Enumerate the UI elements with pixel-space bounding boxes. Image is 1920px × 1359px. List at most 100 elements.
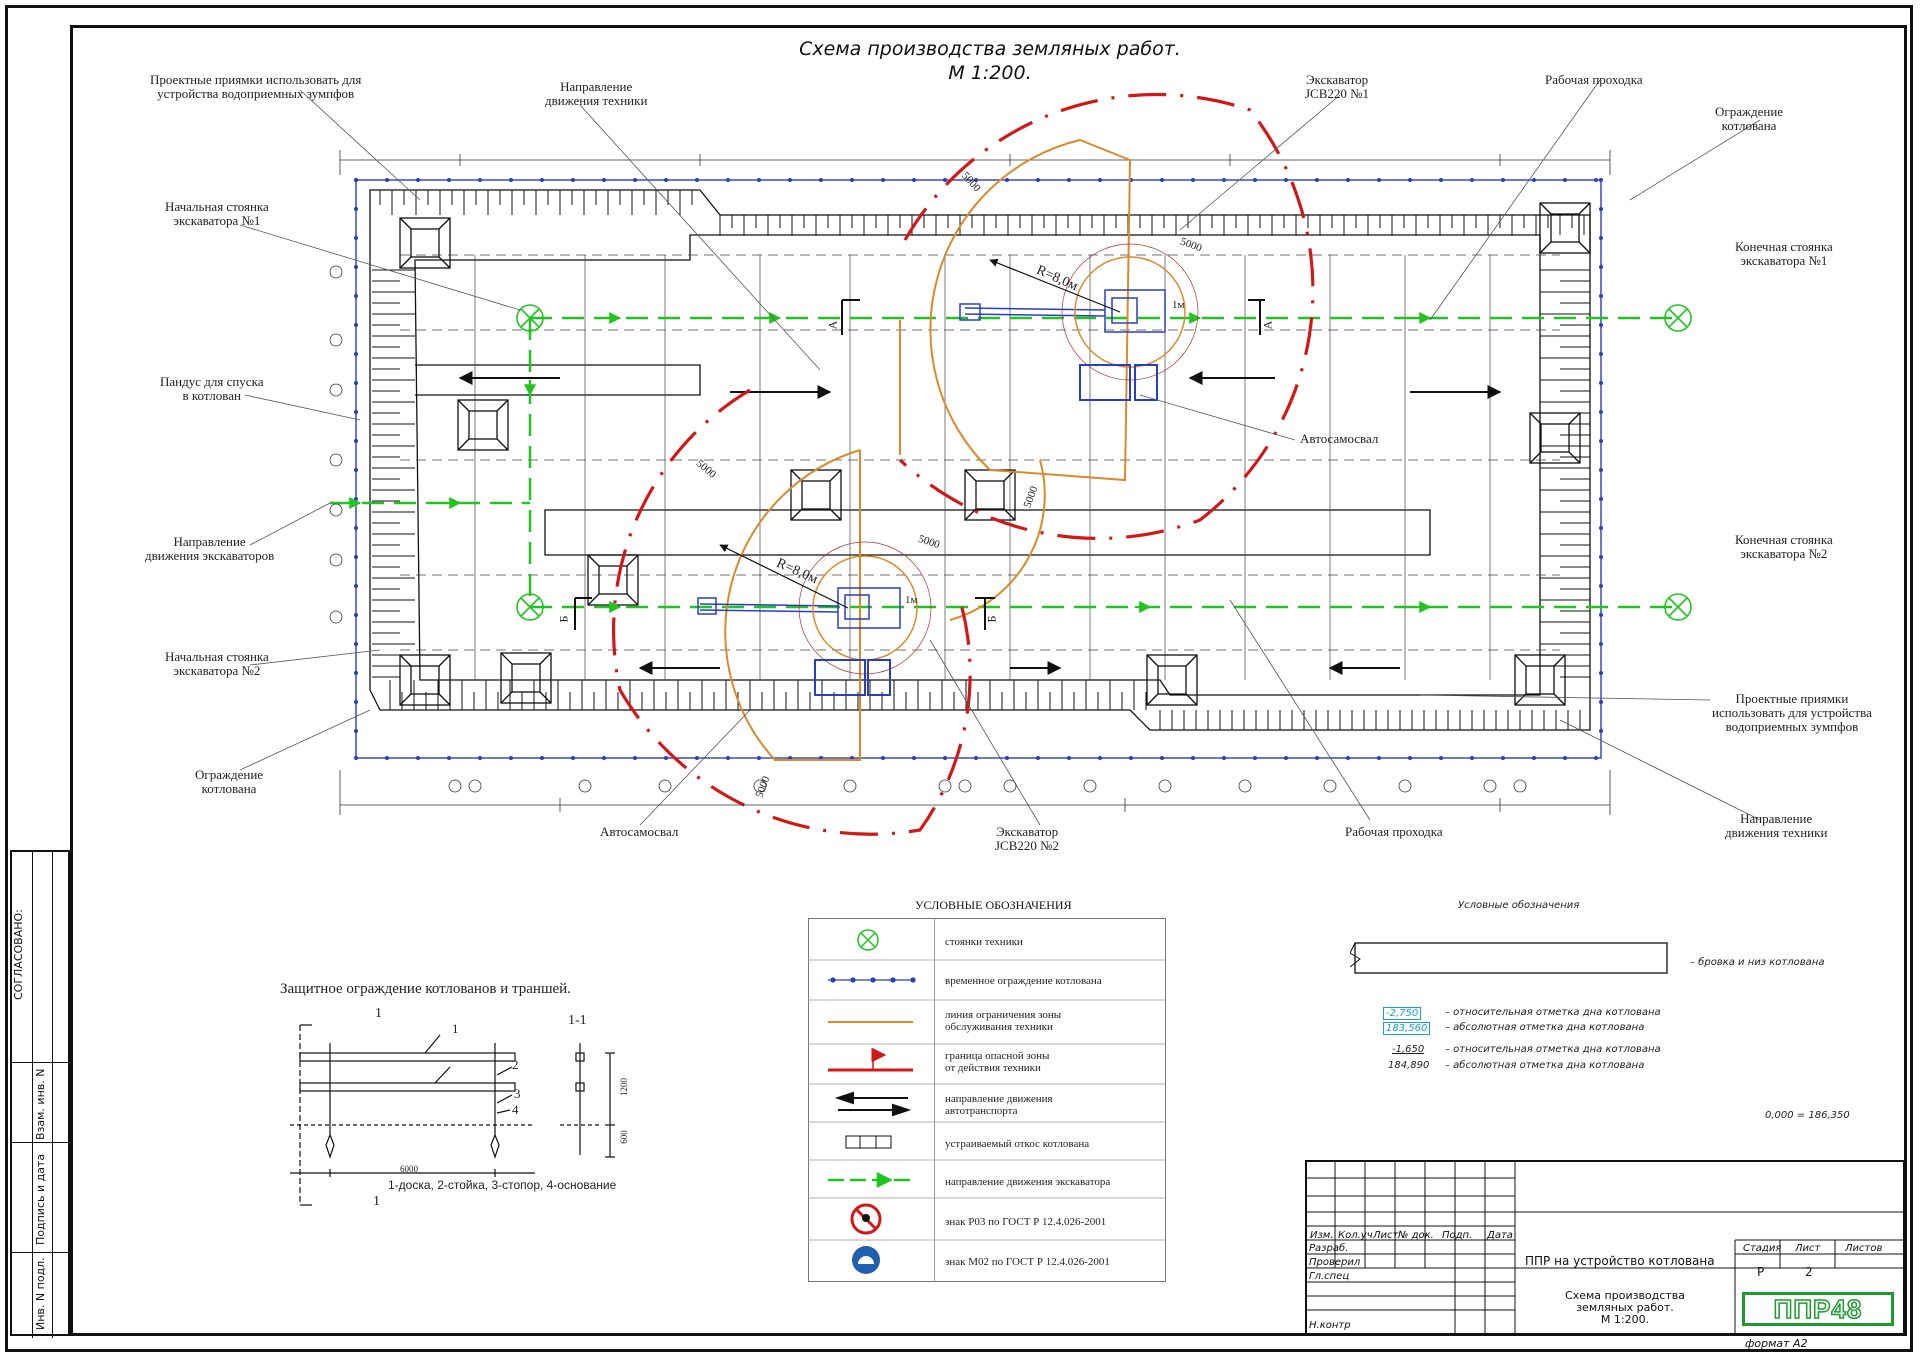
fence-post [354, 526, 358, 530]
legend-text-4: граница опасной зоны от действия техники [945, 1050, 1050, 1074]
fence-dim-d: 600 [618, 1130, 629, 1144]
fence-post [571, 756, 575, 760]
callout-fence-top: Ограждение котлована [1715, 104, 1784, 133]
fence-post [788, 178, 792, 182]
legend2-rel1: -2,750 [1383, 1007, 1422, 1020]
fence-post [850, 178, 854, 182]
fence-post [1439, 178, 1443, 182]
callout-fence-left: Ограждение котлована [195, 767, 264, 796]
legend-text-7: направление движения экскаватора [945, 1176, 1111, 1188]
axis-bubble [938, 779, 952, 793]
fence-post [509, 178, 513, 182]
parking-markers [516, 304, 1692, 621]
axis-bubble [1083, 779, 1097, 793]
fence-post [478, 756, 482, 760]
fence-post [1563, 756, 1567, 760]
callout-end-exc1: Конечная стоянка экскаватора №1 [1735, 239, 1833, 268]
legend2-rel2: -1,650 [1392, 1044, 1425, 1055]
fence-post [540, 756, 544, 760]
callout-start-exc2: Начальная стоянка экскаватора №2 [165, 649, 269, 678]
fence-post [354, 642, 358, 646]
dump-truck-2 [814, 659, 891, 696]
fence-post [354, 613, 358, 617]
fence-post [1439, 756, 1443, 760]
fence-post [726, 178, 730, 182]
sump-edge [496, 399, 509, 412]
sump-edge [457, 438, 470, 451]
excavator-paths [330, 316, 1680, 609]
fence-post [1599, 555, 1603, 559]
axis-bubble [448, 779, 462, 793]
sump [500, 652, 552, 704]
legend2-abs1-text: – абсолютная отметка дна котлована [1445, 1022, 1645, 1033]
side-stamp [10, 850, 72, 1338]
fence-post [1599, 439, 1603, 443]
sumps [399, 202, 1591, 706]
fence-post [1599, 642, 1603, 646]
fence-post [1599, 613, 1603, 617]
axis-bubble [1003, 779, 1017, 793]
legend2-edge-text: – бровка и низ котлована [1690, 957, 1825, 968]
axis-bubble [1483, 779, 1497, 793]
fence-post [1005, 756, 1009, 760]
fence-post [354, 671, 358, 675]
fence-post [726, 756, 730, 760]
callout-dir-machines-top: Направление движения техники [545, 79, 648, 108]
fence-post [1098, 178, 1102, 182]
axis-bubble [753, 779, 767, 793]
one-m-label-2: 1м [905, 594, 918, 606]
sump-edge [539, 691, 552, 704]
legend-text-8: знак Р03 по ГОСТ Р 12.4.026-2001 [945, 1216, 1107, 1228]
truck-direction [458, 371, 1502, 675]
legend2-abs2-text: – абсолютная отметка дна котлована [1445, 1060, 1645, 1071]
fence-post [1599, 178, 1603, 182]
fence-post [943, 756, 947, 760]
axis-bubble [1323, 779, 1337, 793]
excavation-plan [239, 79, 1761, 836]
callout-ramp: Пандус для спуска в котлован [160, 374, 264, 403]
fence-post [385, 756, 389, 760]
fence-part-1: 1 [452, 1021, 459, 1036]
sump [1514, 654, 1566, 706]
fence-post [1222, 178, 1226, 182]
fence-post [354, 294, 358, 298]
sump-edge [1568, 451, 1581, 464]
sump [399, 654, 451, 706]
fence-post [571, 178, 575, 182]
fence-part-3: 3 [514, 1086, 521, 1101]
axis-bubble [843, 779, 857, 793]
fence-post [1599, 323, 1603, 327]
sump [457, 399, 509, 451]
sump-edge [964, 508, 977, 521]
fence-post [509, 756, 513, 760]
parking-marker-cross [1668, 597, 1688, 617]
fence-post [354, 468, 358, 472]
top-dimension [339, 150, 1611, 175]
sump-edge [1514, 654, 1527, 667]
axis-bubble [1398, 779, 1412, 793]
sump-edge [1529, 451, 1542, 464]
sump-inner [975, 480, 1005, 510]
sump-edge [1146, 654, 1159, 667]
fence-post [1160, 178, 1164, 182]
sump-edge [399, 217, 412, 230]
parking-marker-cross [1668, 308, 1688, 328]
axis-bubble [1158, 779, 1172, 793]
fence-post [416, 178, 420, 182]
axis-bubbles [329, 265, 1527, 793]
excavator-path-arrows [345, 312, 1432, 613]
legend-text-9: знак М02 по ГОСТ Р 12.4.026-2001 [945, 1256, 1110, 1268]
fence-post [354, 178, 358, 182]
tb-sheets-h: Листов [1845, 1243, 1883, 1254]
axis-bubble [1513, 779, 1527, 793]
axis-bubble [468, 779, 482, 793]
sump-edge [829, 469, 842, 482]
sump-edge [500, 652, 513, 665]
danger-zones [612, 92, 1315, 836]
fence-caption: 1-доска, 2-стойка, 3-стопор, 4-основание [388, 1178, 617, 1192]
sump-edge [964, 469, 977, 482]
fence-post [1377, 756, 1381, 760]
sump-edge [829, 508, 842, 521]
tb-header-6: Дата [1487, 1230, 1513, 1241]
parking-marker [516, 304, 544, 332]
